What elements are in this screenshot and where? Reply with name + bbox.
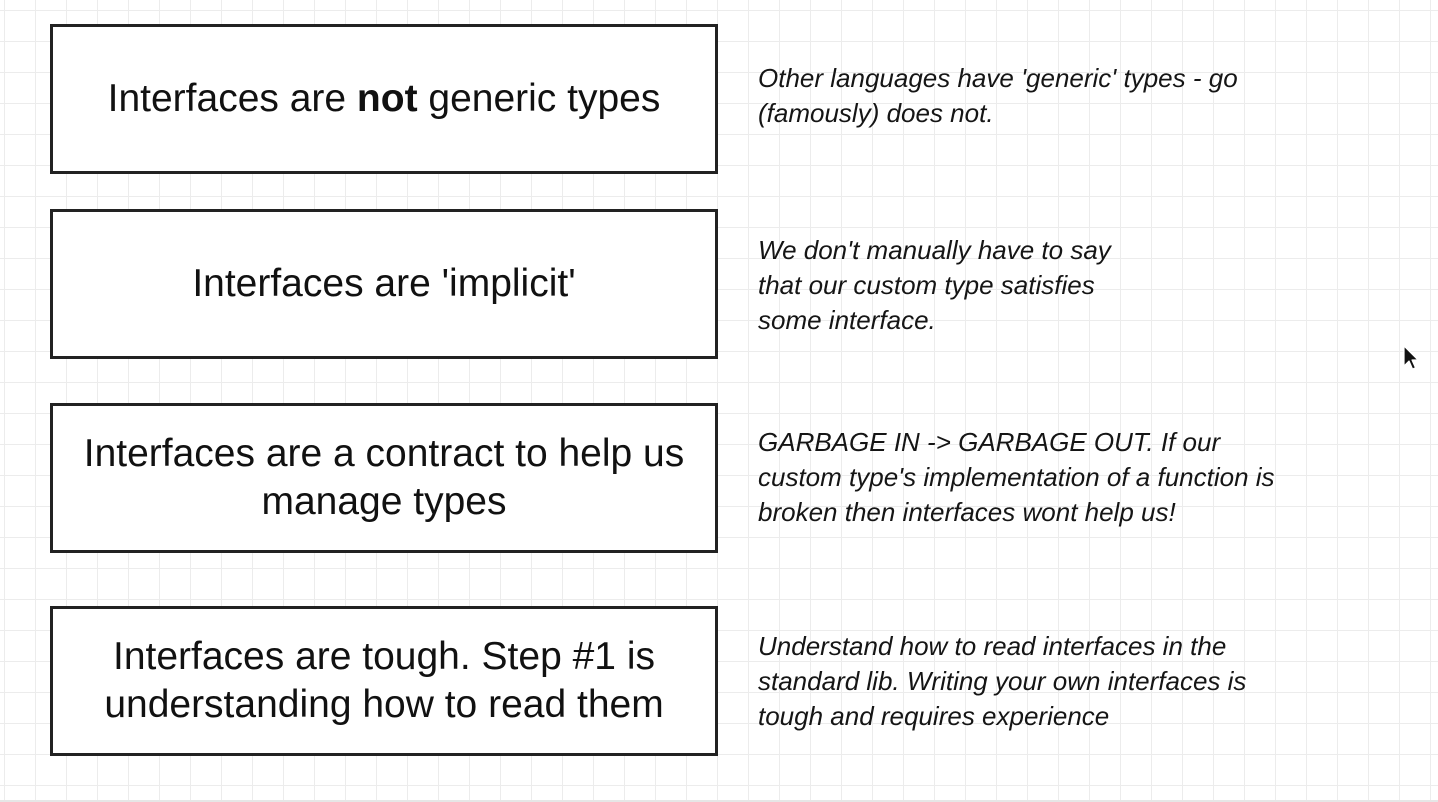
box-generic-types-text: Interfaces are not generic types [108, 75, 661, 123]
bottom-divider [0, 800, 1438, 802]
box-contract: Interfaces are a contract to help us man… [50, 403, 718, 553]
box-implicit-text: Interfaces are 'implicit' [192, 262, 576, 305]
note-generic-types: Other languages have 'generic' types - g… [758, 63, 1238, 128]
note-implicit: We don't manually have to say that our c… [758, 235, 1111, 335]
box-generic-types: Interfaces are not generic types [50, 24, 718, 174]
box-generic-types-pre: Interfaces are [107, 77, 357, 120]
box-generic-types-bold: not [356, 77, 418, 120]
box-tough: Interfaces are tough. Step #1 is underst… [50, 606, 718, 756]
box-contract-text: Interfaces are a contract to help us man… [83, 432, 685, 523]
mouse-pointer-icon [1403, 345, 1419, 370]
box-tough-text: Interfaces are tough. Step #1 is underst… [104, 635, 664, 726]
box-implicit: Interfaces are 'implicit' [50, 209, 718, 359]
box-generic-types-post: generic types [417, 77, 661, 120]
note-tough: Understand how to read interfaces in the… [758, 631, 1247, 731]
note-contract: GARBAGE IN -> GARBAGE OUT. If our custom… [758, 427, 1275, 527]
